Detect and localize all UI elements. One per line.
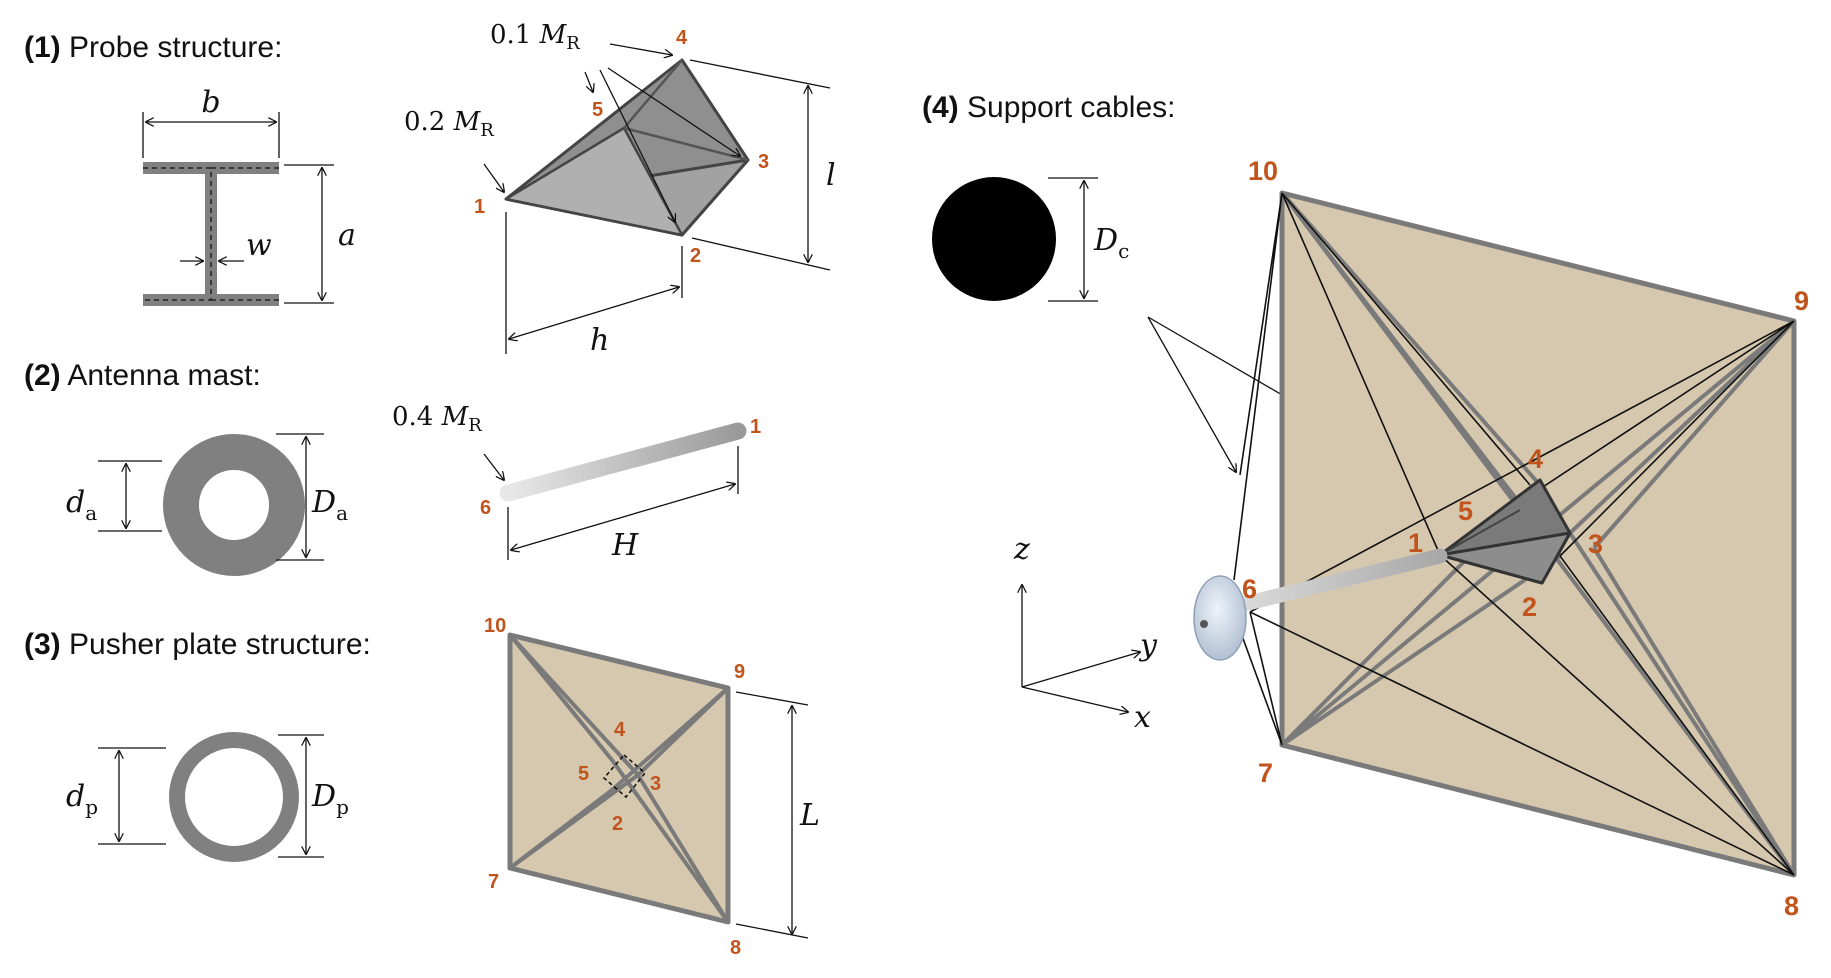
structure-node-10: 10	[1248, 156, 1278, 186]
mass-label-probe-apex: 0.2 MR	[404, 107, 494, 141]
pusher-plate-element: 10 9 7 8 4 5 3 2 L	[484, 615, 820, 959]
structure-node-2: 2	[1522, 592, 1537, 622]
dimension-w: w	[246, 228, 272, 263]
i-beam-cross-section: b a w	[142, 85, 356, 306]
mass-label-probe-tip: 0.1 MR	[490, 20, 580, 54]
dimension-L: L	[799, 798, 820, 833]
axis-z-label: z	[1013, 532, 1030, 567]
dimension-D-p: Dp	[311, 779, 349, 819]
structure-node-1: 1	[1408, 528, 1423, 558]
pusher-cross-section: dp Dp	[66, 732, 349, 862]
mast-node-1: 1	[750, 416, 761, 438]
probe-node-4: 4	[676, 27, 688, 49]
pusher-node-3: 3	[650, 773, 661, 795]
structure-node-7: 7	[1258, 758, 1273, 788]
mast-cross-section: da Da	[66, 433, 348, 576]
axis-y-label: y	[1138, 628, 1158, 663]
axis-x-label: x	[1134, 700, 1151, 735]
probe-pyramid: l h 0.1 MR 0.2 MR 1 2 3 4 5	[404, 20, 836, 358]
probe-node-5: 5	[592, 99, 603, 121]
mass-label-mast: 0.4 MR	[392, 402, 482, 436]
section-probe-structure: (1) Probe structure: b a w	[24, 20, 836, 358]
dimension-H: H	[611, 528, 639, 563]
dimension-l: l	[826, 158, 836, 193]
cable-cross-section: Dc	[932, 177, 1129, 302]
structure-node-8: 8	[1784, 891, 1799, 921]
section-pusher-heading: (3) Pusher plate structure:	[24, 628, 371, 661]
pusher-node-8: 8	[730, 937, 741, 959]
section-mast-heading: (2) Antenna mast:	[24, 359, 261, 392]
dimension-d-p: dp	[66, 779, 98, 819]
pusher-node-2: 2	[612, 813, 623, 835]
dimension-D-a: Da	[311, 485, 348, 525]
dimension-a: a	[338, 218, 356, 253]
pusher-node-10: 10	[484, 615, 506, 637]
probe-node-1: 1	[474, 196, 485, 218]
pusher-node-5: 5	[578, 763, 589, 785]
section-support-cables: (4) Support cables: Dc z y x	[922, 91, 1809, 921]
dimension-b: b	[201, 85, 220, 120]
pusher-node-9: 9	[734, 661, 745, 683]
structure-node-6: 6	[1242, 574, 1257, 604]
dimension-D-c: Dc	[1093, 223, 1129, 263]
section-pusher-plate: (3) Pusher plate structure: dp Dp 10 9 7…	[24, 615, 820, 959]
structure-node-4: 4	[1528, 444, 1543, 474]
pusher-node-4: 4	[614, 719, 626, 741]
section-cables-heading: (4) Support cables:	[922, 91, 1175, 124]
mast-node-6: 6	[480, 497, 491, 519]
full-structure-3d: 10 9 4 5 1 3 2 6 7 8	[1193, 156, 1809, 921]
probe-node-3: 3	[758, 151, 769, 173]
coordinate-axes: z y x	[1013, 532, 1158, 735]
dimension-h: h	[590, 323, 609, 358]
mast-element: 0.4 MR 6 1 H	[392, 402, 761, 563]
section-antenna-mast: (2) Antenna mast: da Da 0.4 MR 6 1 H	[24, 359, 761, 576]
structure-node-9: 9	[1794, 286, 1809, 316]
section-probe-heading: (1) Probe structure:	[24, 31, 282, 64]
probe-node-2: 2	[690, 245, 701, 267]
structure-node-5: 5	[1458, 496, 1473, 526]
pusher-node-7: 7	[488, 871, 499, 893]
structure-node-3: 3	[1588, 529, 1603, 559]
dimension-d-a: da	[66, 485, 97, 525]
